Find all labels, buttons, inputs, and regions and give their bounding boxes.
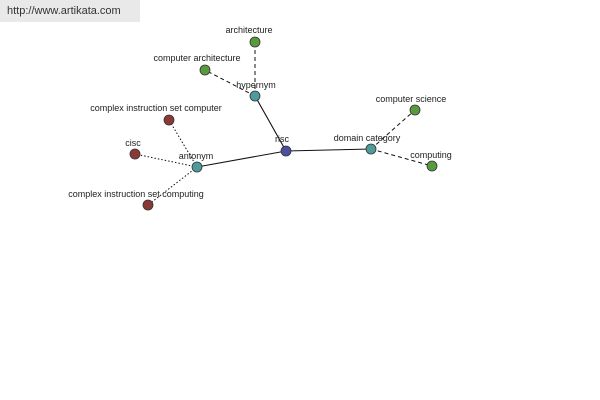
node-complex-instruction-set-computing[interactable]: [142, 199, 154, 211]
node-label-complex-instruction-set-computer: complex instruction set computer: [90, 103, 222, 113]
node-computer-science[interactable]: [409, 104, 421, 116]
node-complex-instruction-set-computer[interactable]: [163, 114, 175, 126]
node-label-complex-instruction-set-computing: complex instruction set computing: [68, 189, 204, 199]
node-hypernym[interactable]: [249, 90, 261, 102]
node-label-risc: risc: [275, 134, 289, 144]
nodes-layer: [129, 36, 438, 211]
node-architecture[interactable]: [249, 36, 261, 48]
edges-layer: [134, 42, 433, 206]
node-label-computing: computing: [410, 150, 452, 160]
labels-layer: risc hypernym domain category antonym archit…: [68, 25, 452, 199]
node-computing[interactable]: [426, 160, 438, 172]
node-label-architecture: architecture: [225, 25, 272, 35]
node-risc[interactable]: [280, 145, 292, 157]
edge-antonym-to-cisc: [134, 153, 198, 168]
edge-risc-to-domain-category: [285, 148, 372, 152]
node-label-cisc: cisc: [125, 138, 141, 148]
edge-antonym-to-complex-instruction-set-computing: [147, 166, 198, 206]
node-label-antonym: antonym: [179, 151, 214, 161]
node-label-computer-architecture: computer architecture: [153, 53, 240, 63]
edge-domain-category-to-computing: [370, 148, 433, 167]
node-antonym[interactable]: [191, 161, 203, 173]
node-domain-category[interactable]: [365, 143, 377, 155]
edge-domain-category-to-computer-science: [370, 109, 416, 150]
node-cisc[interactable]: [129, 148, 141, 160]
edge-risc-to-hypernym: [254, 95, 287, 152]
node-label-domain-category: domain category: [334, 133, 401, 143]
edge-hypernym-to-computer-architecture: [204, 69, 256, 97]
edge-antonym-to-complex-instruction-set-computer: [168, 119, 198, 168]
edge-risc-to-antonym: [196, 150, 287, 168]
node-label-hypernym: hypernym: [236, 80, 276, 90]
node-computer-architecture[interactable]: [199, 64, 211, 76]
site-link[interactable]: http://www.artikata.com: [0, 0, 140, 22]
node-label-computer-science: computer science: [376, 94, 447, 104]
